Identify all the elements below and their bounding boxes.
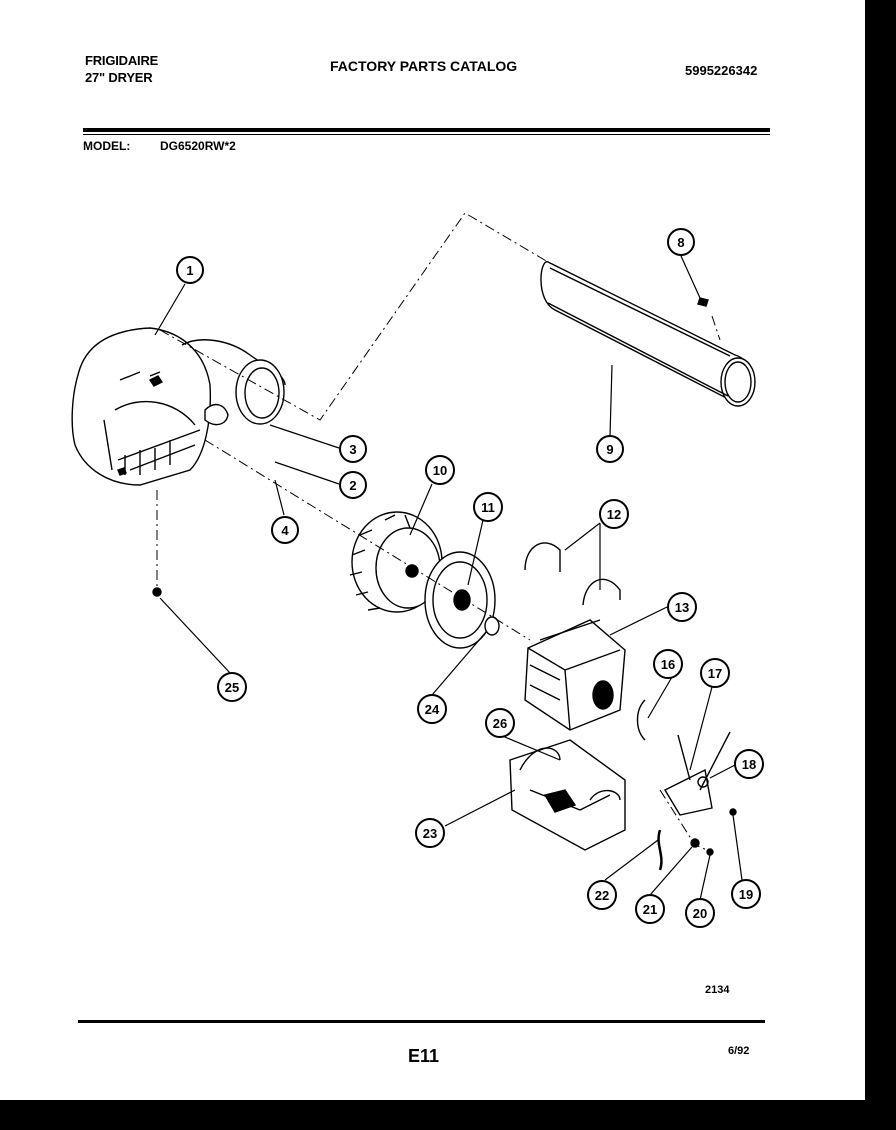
washer-part [484, 616, 500, 636]
motor-part [524, 619, 626, 731]
callout-26: 26 [485, 708, 515, 738]
exhaust-duct-part [540, 261, 756, 407]
svg-text:21: 21 [643, 902, 657, 917]
page-title: FACTORY PARTS CATALOG [330, 58, 518, 74]
callout-17: 17 [700, 658, 730, 688]
callout-25: 25 [217, 672, 247, 702]
svg-text:1: 1 [186, 263, 193, 278]
callout-20: 20 [685, 898, 715, 928]
svg-text:3: 3 [349, 442, 356, 457]
header-rule-thick [83, 128, 770, 132]
blower-housing-part [71, 327, 286, 486]
exploded-parts-diagram: 1 2 3 4 8 9 10 11 12 13 16 17 18 19 20 2… [71, 212, 764, 928]
svg-text:20: 20 [693, 906, 707, 921]
svg-text:8: 8 [677, 235, 684, 250]
revision-date: 6/92 [728, 1045, 750, 1057]
svg-text:11: 11 [481, 500, 495, 515]
callout-23: 23 [415, 818, 445, 848]
page-number: E11 [408, 1046, 440, 1066]
callout-12: 12 [599, 499, 629, 529]
svg-text:26: 26 [493, 716, 507, 731]
leader-lines [154, 255, 743, 901]
svg-text:16: 16 [661, 657, 675, 672]
svg-text:4: 4 [281, 523, 289, 538]
callout-16: 16 [653, 649, 683, 679]
motor-mount-part [509, 739, 626, 851]
svg-text:9: 9 [606, 442, 613, 457]
callout-8: 8 [667, 228, 695, 256]
callout-10: 10 [425, 455, 455, 485]
catalog-page: FRIGIDAIRE 27" DRYER FACTORY PARTS CATAL… [0, 0, 865, 1100]
callout-2: 2 [339, 471, 367, 499]
callout-24: 24 [417, 694, 447, 724]
motor-clamp-parts [524, 542, 621, 606]
svg-text:10: 10 [433, 463, 447, 478]
callout-18: 18 [734, 749, 764, 779]
callout-19: 19 [731, 879, 761, 909]
catalog-number: 5995226342 [685, 63, 758, 78]
alignment-lines [156, 212, 721, 853]
callout-21: 21 [635, 894, 665, 924]
callout-22: 22 [587, 880, 617, 910]
svg-text:25: 25 [225, 680, 239, 695]
footer-rule [78, 1020, 765, 1023]
svg-text:19: 19 [739, 887, 753, 902]
callout-1: 1 [176, 256, 204, 284]
seal-part [424, 551, 496, 649]
model-label: MODEL: [83, 139, 131, 153]
wire-part [636, 699, 646, 741]
svg-text:13: 13 [675, 600, 689, 615]
svg-text:18: 18 [742, 757, 756, 772]
drawing-number: 2134 [705, 984, 730, 996]
svg-text:17: 17 [708, 666, 722, 681]
spring-and-fastener-parts [657, 808, 737, 871]
brand-name: FRIGIDAIRE [85, 53, 159, 68]
svg-text:23: 23 [423, 826, 437, 841]
callout-labels: 1 2 3 4 8 9 10 11 12 13 16 17 18 19 20 2… [176, 228, 764, 928]
callout-11: 11 [473, 492, 503, 522]
callout-4: 4 [271, 516, 299, 544]
blower-wheel-part [349, 511, 443, 613]
callout-3: 3 [339, 435, 367, 463]
svg-text:12: 12 [607, 507, 621, 522]
header-rule-thin [83, 134, 770, 135]
svg-text:24: 24 [425, 702, 440, 717]
brand-block: FRIGIDAIRE 27" DRYER [85, 52, 158, 86]
svg-text:2: 2 [349, 478, 356, 493]
callout-13: 13 [667, 592, 697, 622]
housing-screw-part [152, 587, 162, 597]
svg-text:22: 22 [595, 888, 609, 903]
model-value: DG6520RW*2 [160, 139, 236, 153]
idler-assembly-part [664, 731, 731, 816]
screw-part [697, 297, 709, 307]
product-line: 27" DRYER [85, 70, 153, 85]
callout-9: 9 [596, 435, 624, 463]
